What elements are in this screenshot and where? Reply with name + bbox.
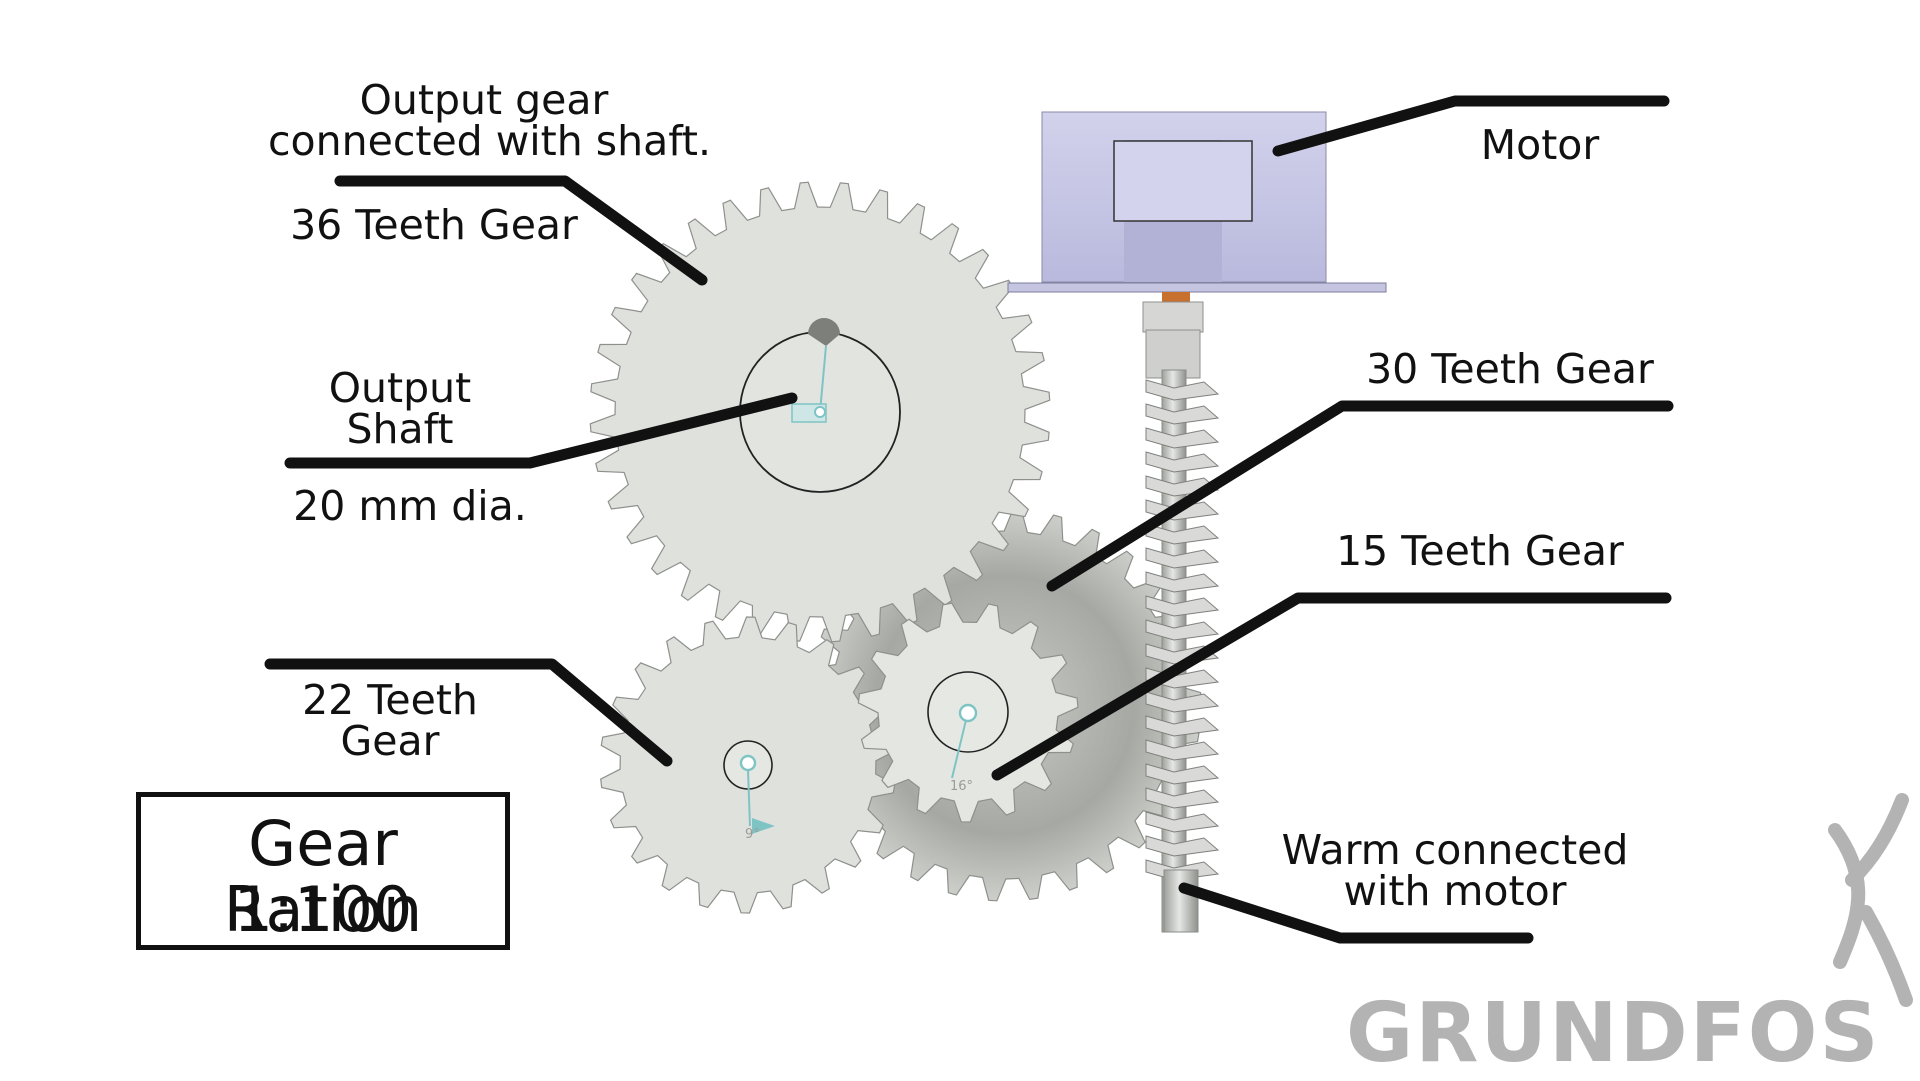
gear-ratio-box: Gear Ration 1:100 bbox=[136, 792, 510, 950]
shaft-center-point bbox=[814, 406, 826, 418]
worm-thread bbox=[1145, 715, 1220, 737]
motor-mount-plate bbox=[1007, 282, 1387, 293]
gear-ratio-value: 1:100 bbox=[233, 873, 413, 946]
grundfos-logo-mark bbox=[1828, 793, 1913, 1007]
label-output-shaft-line2: Shaft bbox=[346, 405, 454, 453]
gear-22-teeth: 9° bbox=[600, 616, 896, 914]
worm-thread bbox=[1145, 595, 1220, 617]
worm-thread bbox=[1145, 379, 1220, 401]
worm-thread bbox=[1145, 619, 1220, 641]
worm-shaft bbox=[1142, 292, 1220, 933]
leader-motor bbox=[1272, 95, 1670, 157]
motor-body bbox=[1007, 111, 1387, 293]
worm-thread bbox=[1145, 427, 1220, 449]
label-output-gear-line1: Output gear bbox=[359, 76, 609, 124]
leader-gear36 bbox=[334, 175, 708, 286]
sketch-line bbox=[819, 345, 827, 413]
label-output-gear: Output gear connected with shaft. bbox=[268, 76, 712, 165]
label-15-teeth-gear: 15 Teeth Gear bbox=[1336, 527, 1624, 575]
label-worm: Warm connected with motor bbox=[1270, 830, 1640, 912]
worm-thread bbox=[1145, 691, 1220, 713]
label-22-teeth-line2: Gear bbox=[340, 717, 440, 765]
worm-threads bbox=[1145, 379, 1220, 881]
worm-thread bbox=[1145, 811, 1220, 833]
label-30-teeth-gear: 30 Teeth Gear bbox=[1366, 345, 1654, 393]
gear-15-teeth: 16° bbox=[857, 602, 1079, 823]
label-output-shaft-line1: Output bbox=[328, 364, 472, 412]
motor-label-plate bbox=[1113, 140, 1253, 222]
gear15-angle-mark: 16° bbox=[950, 779, 973, 794]
worm-thread bbox=[1145, 451, 1220, 473]
label-22-teeth-line1: 22 Teeth bbox=[302, 676, 478, 724]
leader-gear22 bbox=[264, 658, 673, 767]
worm-thread bbox=[1145, 571, 1220, 593]
label-output-shaft: Output Shaft bbox=[300, 368, 500, 450]
label-22-teeth-gear: 22 Teeth Gear bbox=[285, 680, 495, 762]
label-shaft-diameter: 20 mm dia. bbox=[293, 482, 527, 530]
leader-lines bbox=[264, 95, 1674, 944]
worm-thread bbox=[1145, 403, 1220, 425]
gear-ratio-title: Gear Ration bbox=[223, 807, 423, 946]
leader-output-shaft bbox=[284, 392, 798, 469]
worm-thread bbox=[1145, 547, 1220, 569]
worm-thread bbox=[1145, 763, 1220, 785]
shaft-key-mark bbox=[808, 318, 840, 346]
gear15-center bbox=[958, 703, 978, 723]
label-worm-line1: Warm connected bbox=[1281, 826, 1629, 874]
sketch-line bbox=[747, 769, 751, 827]
worm-thread bbox=[1145, 523, 1220, 545]
leader-gear30 bbox=[1046, 400, 1674, 592]
sketch-arrow bbox=[752, 818, 775, 834]
leader-worm bbox=[1178, 882, 1534, 944]
worm-thread bbox=[1145, 835, 1220, 857]
label-motor: Motor bbox=[1480, 121, 1600, 169]
leader-gear15 bbox=[991, 592, 1672, 781]
gear-36-teeth bbox=[589, 181, 1051, 643]
sketch-line bbox=[951, 719, 967, 779]
gear22-angle-mark: 9° bbox=[745, 827, 760, 842]
gear22-center bbox=[739, 754, 757, 772]
label-output-gear-line2: connected with shaft. bbox=[268, 117, 712, 165]
label-worm-line2: with motor bbox=[1343, 867, 1567, 915]
label-36-teeth-gear: 36 Teeth Gear bbox=[290, 201, 578, 249]
worm-thread bbox=[1145, 739, 1220, 761]
worm-thread bbox=[1145, 787, 1220, 809]
grundfos-logo-text: GRUNDFOS bbox=[1346, 986, 1881, 1081]
